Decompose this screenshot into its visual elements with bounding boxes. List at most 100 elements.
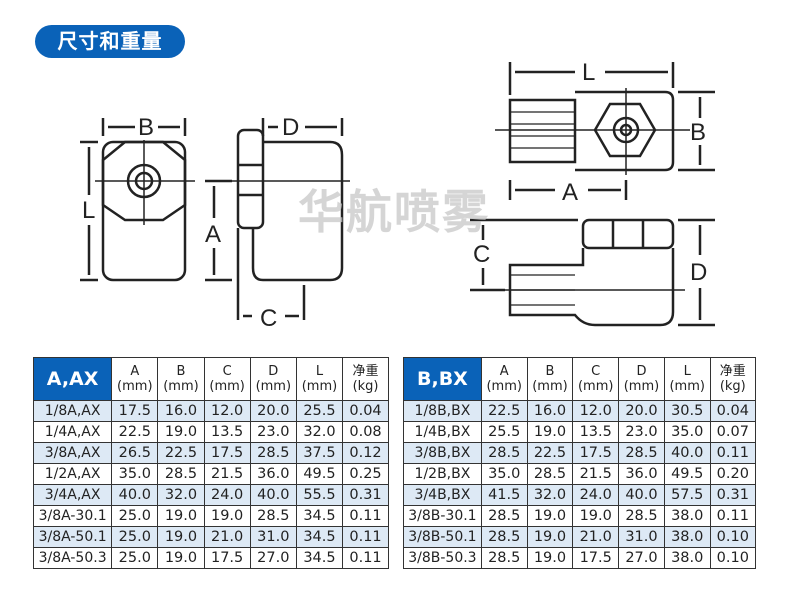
column-header: D(mm) (618, 357, 665, 401)
value-cell: 19.0 (157, 547, 205, 569)
value-cell: 17.5 (203, 547, 251, 569)
column-name: 净重 (719, 364, 746, 379)
value-cell: 13.5 (203, 421, 251, 443)
value-cell: 28.5 (249, 442, 297, 464)
column-unit: (kg) (719, 379, 746, 394)
model-cell: 3/4A,AX (32, 484, 113, 506)
value-cell: 16.0 (157, 400, 205, 422)
column-unit: (mm) (209, 379, 245, 394)
value-cell: 17.5 (203, 442, 251, 464)
dim-label-c: C (473, 241, 490, 268)
value-cell: 0.10 (709, 526, 757, 548)
value-cell: 28.5 (526, 463, 574, 485)
dim-label-d: D (282, 114, 299, 141)
column-header: 净重(kg) (709, 357, 757, 401)
value-cell: 19.0 (526, 421, 574, 443)
series-header: B,BX (403, 357, 482, 401)
value-cell: 27.0 (249, 547, 297, 569)
value-cell: 0.11 (709, 442, 757, 464)
column-header: 净重(kg) (342, 357, 389, 401)
value-cell: 12.0 (203, 400, 251, 422)
value-cell: 19.0 (572, 505, 620, 527)
value-cell: 0.11 (342, 505, 389, 527)
value-cell: 25.0 (111, 547, 159, 569)
value-cell: 25.5 (480, 421, 528, 443)
column-header: C(mm) (572, 357, 620, 401)
value-cell: 38.0 (663, 547, 711, 569)
value-cell: 38.0 (663, 526, 711, 548)
value-cell: 17.5 (572, 547, 620, 569)
column-unit: (mm) (669, 379, 705, 394)
dimension-drawings: B L D A C L B A C D (80, 59, 715, 332)
column-name: C (591, 364, 601, 379)
column-header: D(mm) (249, 357, 297, 401)
column-name: C (222, 364, 232, 379)
value-cell: 25.5 (295, 400, 344, 422)
column-header: L(mm) (663, 357, 711, 401)
value-cell: 25.0 (111, 505, 159, 527)
value-cell: 21.0 (572, 526, 620, 548)
value-cell: 23.0 (249, 421, 297, 443)
value-cell: 27.0 (618, 547, 665, 569)
value-cell: 0.11 (342, 526, 389, 548)
value-cell: 31.0 (249, 526, 297, 548)
drawing-b-top (495, 62, 715, 200)
watermark: 华航喷雾 (298, 185, 490, 239)
value-cell: 55.5 (295, 484, 344, 506)
column-name: B (545, 364, 555, 379)
model-cell: 3/8B,BX (403, 442, 482, 464)
column-unit: (mm) (163, 379, 199, 394)
value-cell: 22.5 (526, 442, 574, 464)
value-cell: 0.25 (342, 463, 389, 485)
value-cell: 0.11 (709, 505, 757, 527)
value-cell: 0.08 (342, 421, 389, 443)
value-cell: 0.12 (342, 442, 389, 464)
value-cell: 25.0 (111, 526, 159, 548)
value-cell: 31.0 (618, 526, 665, 548)
model-cell: 3/8A-50.1 (32, 526, 113, 548)
model-cell: 1/4A,AX (32, 421, 113, 443)
value-cell: 28.5 (157, 463, 205, 485)
column-unit: (mm) (117, 379, 153, 394)
value-cell: 21.0 (203, 526, 251, 548)
column-name: D (636, 364, 647, 379)
model-cell: 3/8A,AX (32, 442, 113, 464)
value-cell: 40.0 (618, 484, 665, 506)
value-cell: 49.5 (663, 463, 711, 485)
model-cell: 3/8B-50.1 (403, 526, 482, 548)
value-cell: 35.0 (663, 421, 711, 443)
model-cell: 3/8B-30.1 (403, 505, 482, 527)
value-cell: 28.5 (618, 505, 665, 527)
column-unit: (mm) (577, 379, 614, 394)
model-cell: 1/2A,AX (32, 463, 113, 485)
value-cell: 49.5 (295, 463, 344, 485)
value-cell: 24.0 (572, 484, 620, 506)
value-cell: 24.0 (203, 484, 251, 506)
model-cell: 3/8B-50.3 (403, 547, 482, 569)
column-name: A (130, 364, 140, 379)
value-cell: 40.0 (249, 484, 297, 506)
value-cell: 19.0 (157, 526, 205, 548)
column-name: B (176, 364, 186, 379)
value-cell: 19.0 (203, 505, 251, 527)
column-name: L (683, 364, 691, 379)
model-cell: 1/8A,AX (32, 400, 113, 422)
value-cell: 0.04 (342, 400, 389, 422)
drawing-a-side (205, 118, 350, 320)
value-cell: 28.5 (480, 505, 528, 527)
value-cell: 21.5 (572, 463, 620, 485)
column-header: B(mm) (157, 357, 205, 401)
value-cell: 20.0 (618, 400, 665, 422)
value-cell: 16.0 (526, 400, 574, 422)
value-cell: 22.5 (157, 442, 205, 464)
value-cell: 37.5 (295, 442, 344, 464)
value-cell: 38.0 (663, 505, 711, 527)
value-cell: 0.10 (709, 547, 757, 569)
